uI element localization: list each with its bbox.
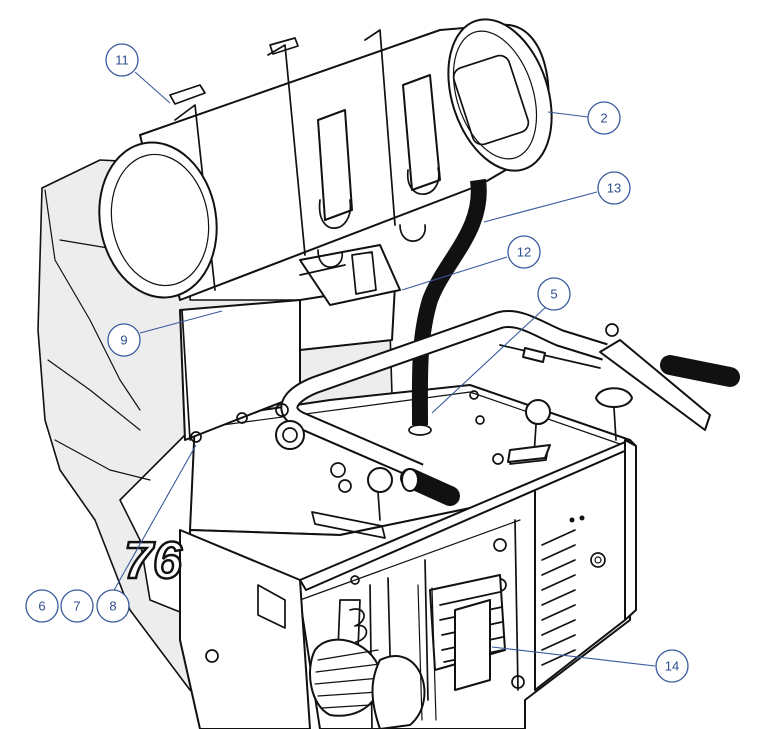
handlebar-assembly (280, 310, 740, 521)
callout-7: 7 (60, 589, 94, 623)
svg-text:8: 8 (109, 599, 116, 614)
leader-13 (483, 191, 598, 223)
callout-5: 5 (537, 277, 571, 311)
callout-9: 9 (107, 323, 141, 357)
svg-text:11: 11 (115, 53, 129, 68)
leader-5 (431, 305, 548, 414)
silencer-assembly (98, 18, 553, 301)
callout-14: 14 (655, 649, 689, 683)
callout-8: 8 (96, 589, 130, 623)
heat-sink-assembly (417, 574, 506, 721)
leader-11 (134, 71, 171, 104)
fasteners (190, 390, 525, 689)
leader-9 (139, 310, 223, 334)
frame-number-decal: 76 (123, 531, 184, 592)
hose (408, 178, 487, 436)
leader-14 (491, 646, 656, 667)
leader-lines (112, 71, 656, 667)
callout-6: 6 (25, 589, 59, 623)
leader-8 (112, 444, 197, 593)
callout-12: 12 (507, 235, 541, 269)
callout-11: 11 (105, 43, 139, 77)
callout-2: 2 (587, 101, 621, 135)
mount-bracket (179, 224, 426, 441)
callout-13: 13 (597, 171, 631, 205)
svg-text:7: 7 (73, 599, 80, 614)
leader-2 (547, 111, 589, 118)
svg-text:9: 9 (120, 333, 127, 348)
svg-text:2: 2 (600, 111, 607, 126)
leader-12 (401, 256, 508, 291)
svg-text:6: 6 (38, 599, 45, 614)
svg-text:13: 13 (607, 181, 621, 196)
engine-area (309, 599, 426, 729)
svg-text:14: 14 (665, 659, 679, 674)
svg-text:5: 5 (550, 287, 557, 302)
svg-text:12: 12 (517, 245, 531, 260)
frame-number: 76 (124, 532, 183, 590)
